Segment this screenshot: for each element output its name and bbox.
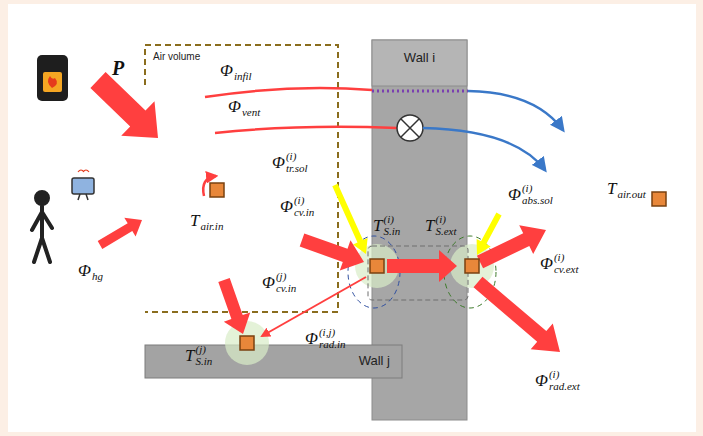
flow-arrow: [477, 225, 546, 268]
region-box: Wall j: [145, 345, 402, 378]
flow-arrows: [90, 72, 560, 352]
panel: [8, 4, 696, 432]
radiation-exchange: [262, 277, 366, 336]
superscript-index: (i,j): [319, 327, 335, 338]
temperature-node: [465, 259, 479, 273]
heater-flame: [43, 72, 62, 92]
subscript-label: S.in: [383, 226, 400, 237]
flow-arrow: [474, 277, 561, 352]
quantity-symbol: Φ: [305, 330, 318, 347]
subscript-label: S.in: [195, 356, 212, 367]
quantity-symbol: T: [425, 217, 434, 234]
flow-arrow: [218, 278, 250, 334]
subscript-label: rad.ext: [549, 381, 580, 392]
fan-cross: [401, 119, 419, 137]
subscript-label: abs.sol: [522, 195, 553, 206]
quantity-symbol: T: [190, 212, 199, 229]
screen-icon: [72, 178, 94, 194]
region-box: Wall i: [372, 40, 467, 86]
temperature-node: [240, 336, 254, 350]
quantity-symbol: Φ: [280, 198, 293, 215]
subscript-label: tr.sol: [286, 163, 308, 174]
subscript-label: cv.in: [294, 207, 314, 218]
ventilation-out: [423, 128, 545, 170]
wall-i-top: [372, 40, 467, 86]
subscript-label: air.in: [200, 221, 223, 232]
quantity-symbol: T: [607, 180, 616, 197]
region-name: Air volume: [153, 51, 330, 62]
subscript-label: S.ext: [435, 226, 456, 237]
superscript-index: (i): [554, 252, 564, 263]
quantity-symbol: Φ: [228, 98, 241, 115]
subscript-label: hg: [92, 271, 103, 282]
quantity-symbol: Φ: [272, 154, 285, 171]
region-name: Wall i: [376, 50, 463, 65]
region-box: Air volume: [145, 45, 338, 312]
superscript-index: (i): [435, 214, 445, 225]
superscript-index: (j): [276, 271, 286, 282]
quantity-symbol: Φ: [535, 372, 548, 389]
infiltration-out: [468, 91, 563, 130]
quantity-symbol: Φ: [78, 262, 91, 279]
quantity-symbol: T: [185, 347, 194, 364]
superscript-index: (j): [195, 344, 205, 355]
temperature-nodes: [210, 183, 666, 350]
subscript-label: rad.in: [319, 339, 346, 350]
quantity-symbol: Φ: [262, 274, 275, 291]
infiltration-leak: [372, 90, 468, 93]
heater-icon: [37, 55, 68, 101]
surface-zone: [225, 321, 269, 365]
flow-arrow: [300, 233, 364, 270]
wall-node-box: [368, 246, 468, 300]
quantity-symbol: Φ: [220, 62, 233, 79]
screen-stand: [78, 194, 88, 200]
flow-arrow: [90, 72, 158, 138]
temperature-node: [370, 259, 384, 273]
temperature-node: [210, 183, 224, 197]
quantity-symbol: Φ: [540, 255, 553, 272]
quantity-symbol: T: [373, 217, 382, 234]
screen-heat: [78, 170, 89, 172]
air-volume-outline: [145, 45, 338, 312]
fan-symbol: [397, 115, 423, 141]
subscript-label: cv.ext: [554, 264, 579, 275]
subscript-label: air.out: [617, 189, 645, 200]
flame: [48, 76, 57, 88]
superscript-index: (i): [522, 183, 532, 194]
infiltration-flow: [205, 88, 372, 97]
subscript-label: infil: [234, 71, 252, 82]
superscript-index: (i): [549, 369, 559, 380]
superscript-index: (i): [294, 195, 304, 206]
superscript-index: (i): [383, 214, 393, 225]
flow-arrow: [387, 250, 457, 282]
wall-j-body: [145, 345, 402, 378]
occupant-icon: [32, 192, 52, 262]
subscript-label: cv.in: [276, 283, 296, 294]
quantity-symbol: Φ: [508, 186, 521, 203]
superscript-index: (i): [286, 151, 296, 162]
subscript-label: vent: [242, 107, 260, 118]
quantity-symbol: P: [112, 58, 124, 78]
flow-arrow: [98, 218, 142, 249]
temperature-node: [652, 192, 666, 206]
ventilation-flow: [215, 127, 397, 133]
